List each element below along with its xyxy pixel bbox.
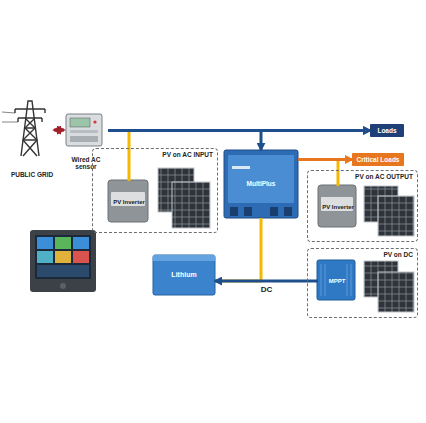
pv-group-box: PV on DC MPPT — [307, 248, 418, 318]
node-label: MultiPlus — [247, 180, 276, 187]
pv-inverter: PV Inverter — [319, 186, 357, 228]
pylon — [2, 101, 45, 156]
ac-sensor-device — [66, 114, 102, 146]
node-label: PV Inverter — [113, 199, 145, 206]
node-label: Loads — [377, 127, 396, 134]
pv-group-box: PV on AC OUTPUT PV Inverter — [307, 170, 418, 242]
mppt-controller: MPPT — [318, 261, 356, 301]
group-label: PV on AC INPUT — [162, 151, 213, 158]
critical-loads-box: Critical Loads — [352, 153, 404, 166]
multiplus-body — [224, 150, 298, 218]
ac-sensor: Wired AC sensor — [64, 112, 108, 170]
loads-box: Loads — [370, 124, 404, 137]
power-line — [54, 129, 64, 132]
pv-group-box: PV on AC INPUT PV Inverter — [92, 148, 218, 233]
power-line — [338, 160, 352, 187]
edge-label: DC — [260, 286, 274, 295]
multiplus-inverter: MultiPlus — [224, 150, 298, 218]
power-line — [215, 218, 261, 281]
power-line — [261, 131, 370, 151]
node-label: Wired AC sensor — [64, 156, 108, 170]
node-label: Lithium — [171, 271, 196, 279]
power-line — [215, 280, 318, 283]
mppt-body — [317, 260, 355, 300]
power-line — [298, 158, 352, 161]
node-label: MPPT — [329, 278, 346, 285]
lithium-battery: Lithium — [153, 255, 215, 295]
lithium-battery-body — [153, 255, 215, 295]
group-label: PV on DC — [383, 251, 413, 258]
power-line — [108, 131, 129, 182]
node-label: PUBLIC GRID — [11, 171, 53, 178]
pv-inverter: PV Inverter — [109, 181, 149, 223]
grid-pylon: PUBLIC GRID — [10, 98, 54, 178]
group-label: PV on AC OUTPUT — [355, 173, 413, 180]
node-label: PV Inverter — [322, 204, 354, 211]
node-label: Critical Loads — [357, 156, 400, 163]
color-control-gx — [30, 230, 96, 292]
